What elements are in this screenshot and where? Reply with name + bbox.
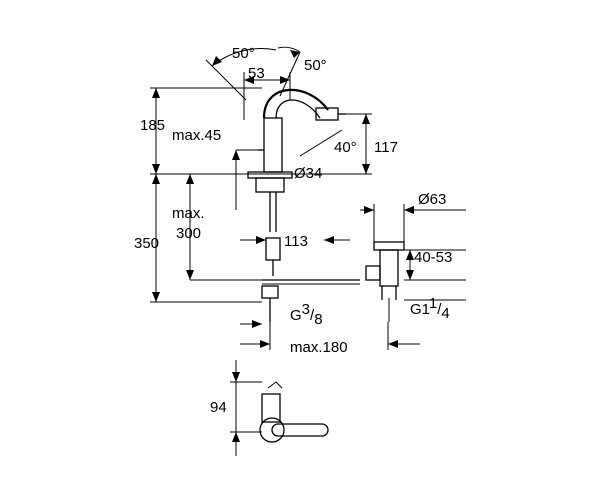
base-flange (247, 171, 293, 179)
top-view-lever (267, 381, 283, 389)
base-nut (255, 177, 285, 193)
top-view-body (261, 393, 281, 423)
label-angle-left: 50° (232, 45, 255, 62)
arrow-heads (152, 50, 414, 442)
label-diameter-34: Ø34 (294, 165, 322, 182)
top-view-spout (271, 423, 329, 437)
dimension-labels: 50° 50° 53 185 max.45 40° 117 Ø34 Ø63 ma… (134, 45, 452, 416)
label-height-185: 185 (140, 117, 165, 134)
faucet-side-view (236, 88, 360, 322)
faucet-top-view (230, 360, 329, 456)
label-height-117: 117 (374, 139, 398, 156)
spout-outer (262, 88, 329, 119)
drain-lever-joint (365, 265, 381, 281)
top-view-base-circle (259, 417, 285, 443)
label-angle-right: 50° (304, 57, 327, 74)
drain-assembly (365, 241, 405, 322)
label-height-94: 94 (210, 399, 227, 416)
angle-40-line (299, 129, 343, 157)
rod-clip (261, 285, 279, 299)
label-angle-40: 40° (334, 139, 357, 156)
drain-body (379, 249, 399, 287)
label-diameter-63: Ø63 (418, 191, 446, 208)
spout-inner (275, 99, 321, 119)
supply-fitting (265, 237, 281, 261)
label-width-53: 53 (248, 65, 265, 82)
angle-arc-right (277, 46, 301, 53)
label-thread-g-left: G3/8 (290, 301, 323, 328)
angle-line-left (205, 59, 247, 101)
label-range-40-53: 40-53 (414, 249, 452, 266)
label-max-300: 300 (176, 225, 201, 242)
label-max-word: max. (172, 205, 205, 222)
label-length-113: 113 (284, 233, 308, 250)
vertical-dimensions-left (150, 87, 262, 303)
drain-flange (373, 241, 405, 251)
label-thread-g-right: G11/4 (410, 295, 450, 322)
faucet-body (263, 117, 283, 173)
label-height-350: 350 (134, 235, 159, 252)
label-max-180: max.180 (290, 339, 348, 356)
label-max-45: max.45 (172, 127, 221, 144)
